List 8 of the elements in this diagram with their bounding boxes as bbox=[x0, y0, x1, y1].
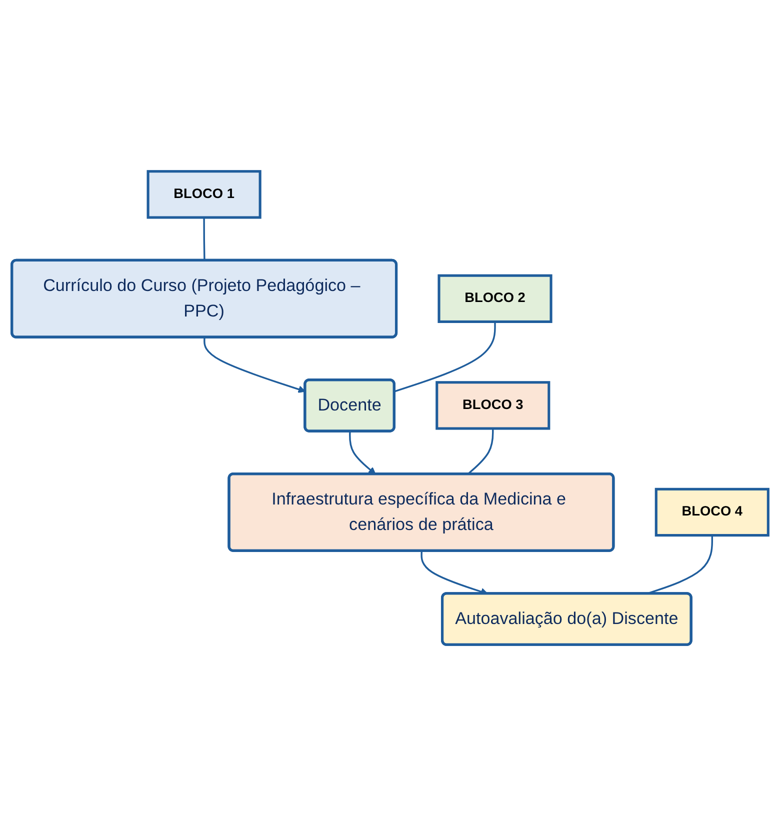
node-box: BLOCO 3 bbox=[436, 381, 550, 430]
arrow bbox=[349, 431, 376, 475]
connector bbox=[394, 322, 496, 392]
connector bbox=[467, 428, 494, 475]
node-box: BLOCO 2 bbox=[438, 274, 552, 323]
connector bbox=[203, 218, 206, 261]
node-box: BLOCO 4 bbox=[654, 488, 770, 537]
node-box: BLOCO 1 bbox=[146, 170, 262, 219]
